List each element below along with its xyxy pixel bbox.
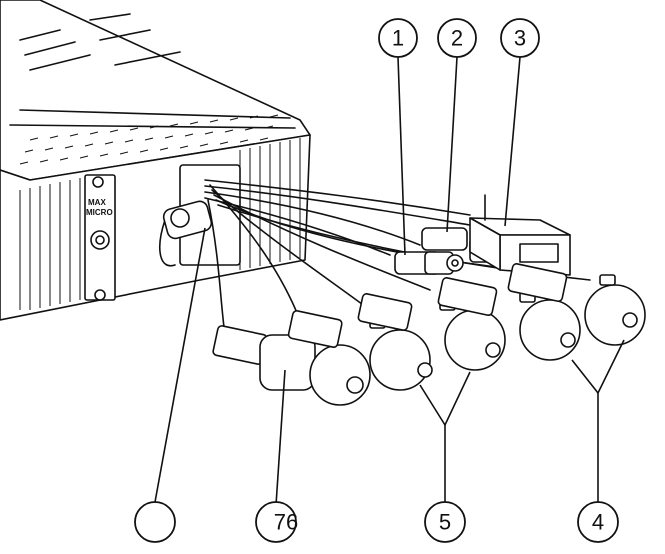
- callout-76-label: 76: [274, 510, 298, 535]
- callout-2-label: 2: [451, 26, 463, 51]
- callout-2: 2: [437, 18, 477, 58]
- callout-blank: [134, 501, 176, 543]
- callout-1-label: 1: [392, 26, 404, 51]
- head-unit-chassis: MAX MICRO: [0, 0, 311, 321]
- callout-5: 5: [424, 501, 466, 543]
- callout-5-label: 5: [439, 510, 451, 535]
- leader-lines: [154, 56, 625, 506]
- callout-3: 3: [500, 18, 540, 58]
- callout-4-label: 4: [592, 510, 604, 535]
- callout-3-label: 3: [514, 26, 526, 51]
- rca-plug-1: [394, 251, 464, 275]
- rca-connector-6: [287, 310, 433, 391]
- panel-label-1: MAX: [88, 198, 106, 207]
- panel-label-2: MICRO: [86, 208, 113, 217]
- cable-bundle: [204, 179, 591, 336]
- callout-4: 4: [577, 501, 619, 543]
- rear-ribs-left: [19, 178, 81, 310]
- rca-connector-5a: [357, 293, 506, 371]
- callout-1: 1: [378, 18, 418, 58]
- callout-76: 76: [255, 501, 298, 543]
- antenna-cable: [159, 200, 213, 267]
- usb-connector-icon: [469, 194, 571, 276]
- top-vents: [9, 13, 296, 165]
- rca-connector-4: [507, 263, 646, 346]
